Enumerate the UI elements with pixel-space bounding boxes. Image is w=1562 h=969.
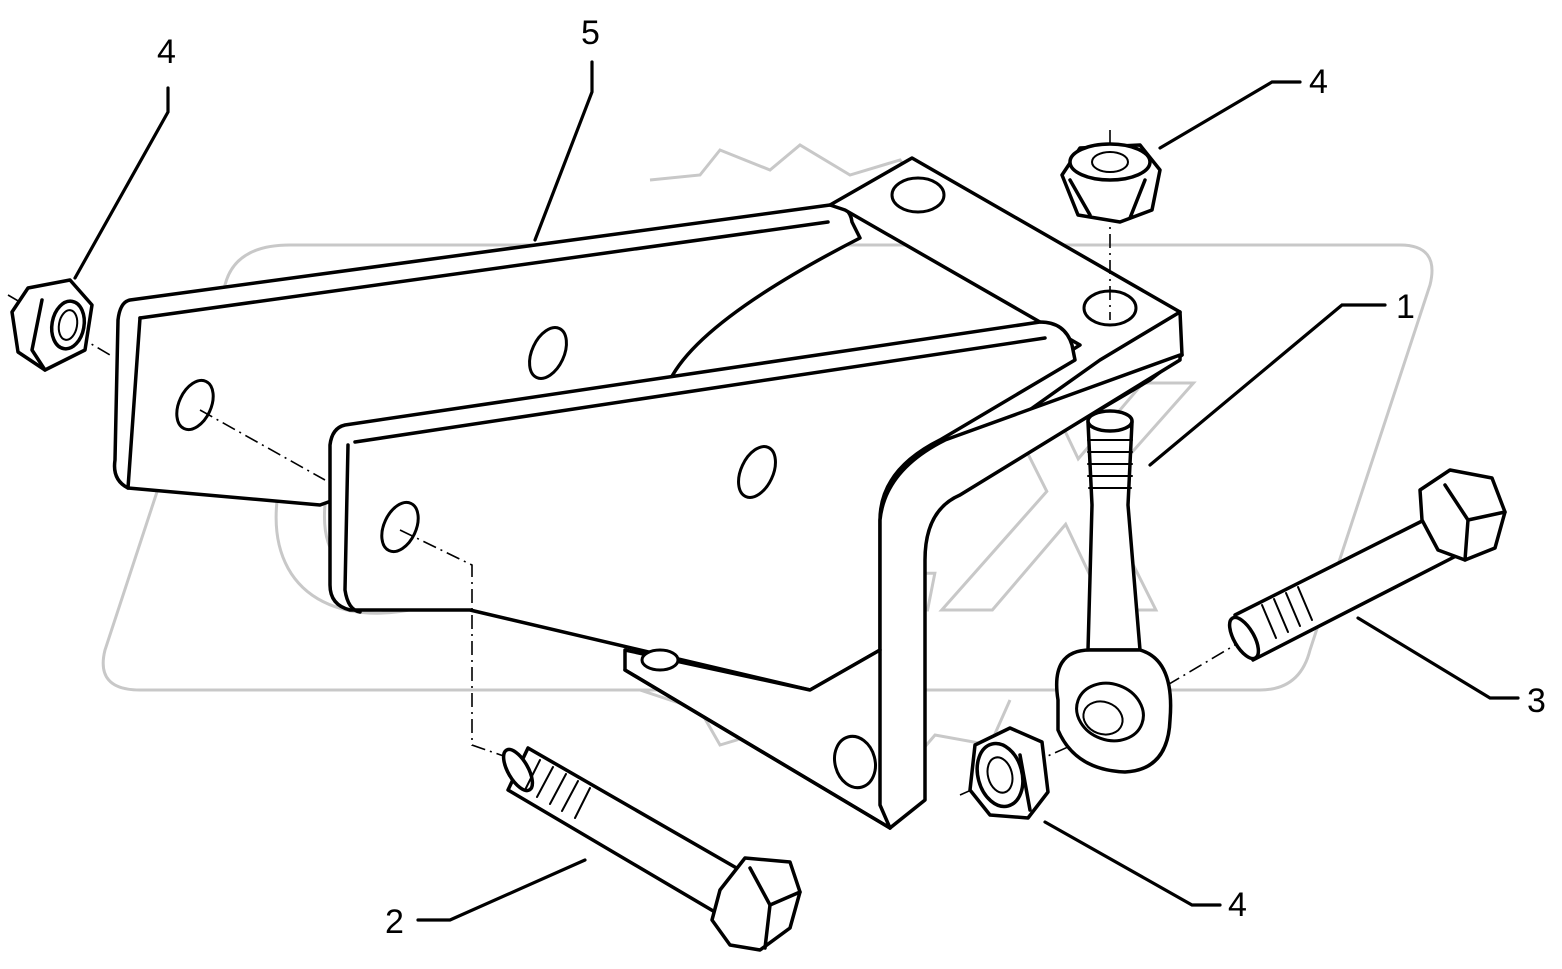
bolt-part-2 — [501, 746, 802, 952]
bolt-part-3 — [1227, 468, 1507, 662]
callout-3: 3 — [1527, 682, 1546, 720]
leader-4-bottom — [1043, 820, 1222, 907]
callout-4-bottom: 4 — [1228, 886, 1247, 924]
bracket-hole-flange — [833, 734, 877, 790]
callout-2: 2 — [385, 903, 404, 941]
nut-part-4-top-right — [1060, 142, 1162, 224]
bracket-hole-front-1 — [380, 500, 420, 554]
bracket-hole-top-1 — [890, 176, 946, 214]
bracket-hole-back-2 — [528, 326, 568, 380]
callout-5: 5 — [581, 14, 600, 52]
nut-part-4-bottom — [968, 726, 1050, 820]
bracket-back-plate — [112, 203, 862, 507]
leader-2 — [416, 858, 587, 922]
leader-5 — [533, 60, 594, 242]
leader-3 — [1356, 616, 1520, 700]
bracket-lower-flange — [623, 353, 1182, 830]
leader-4-top-right — [1158, 80, 1302, 150]
callout-4-top-right: 4 — [1309, 63, 1328, 101]
leader-1 — [1148, 303, 1387, 467]
callout-4-top-left: 4 — [157, 33, 176, 71]
bracket-hole-flange-back — [640, 648, 680, 672]
eye-bolt-part-1 — [1055, 409, 1173, 774]
leader-4-top-left — [73, 86, 170, 280]
callout-1: 1 — [1396, 288, 1415, 326]
bracket-part-5 — [112, 156, 1184, 830]
callout-labels: 1 2 3 4 4 4 5 — [157, 14, 1546, 941]
callout-leaders — [73, 60, 1520, 922]
nut-part-4-top-left — [10, 278, 94, 372]
bracket-hole-front-2 — [737, 445, 777, 499]
bracket-hole-back-1 — [175, 378, 215, 432]
